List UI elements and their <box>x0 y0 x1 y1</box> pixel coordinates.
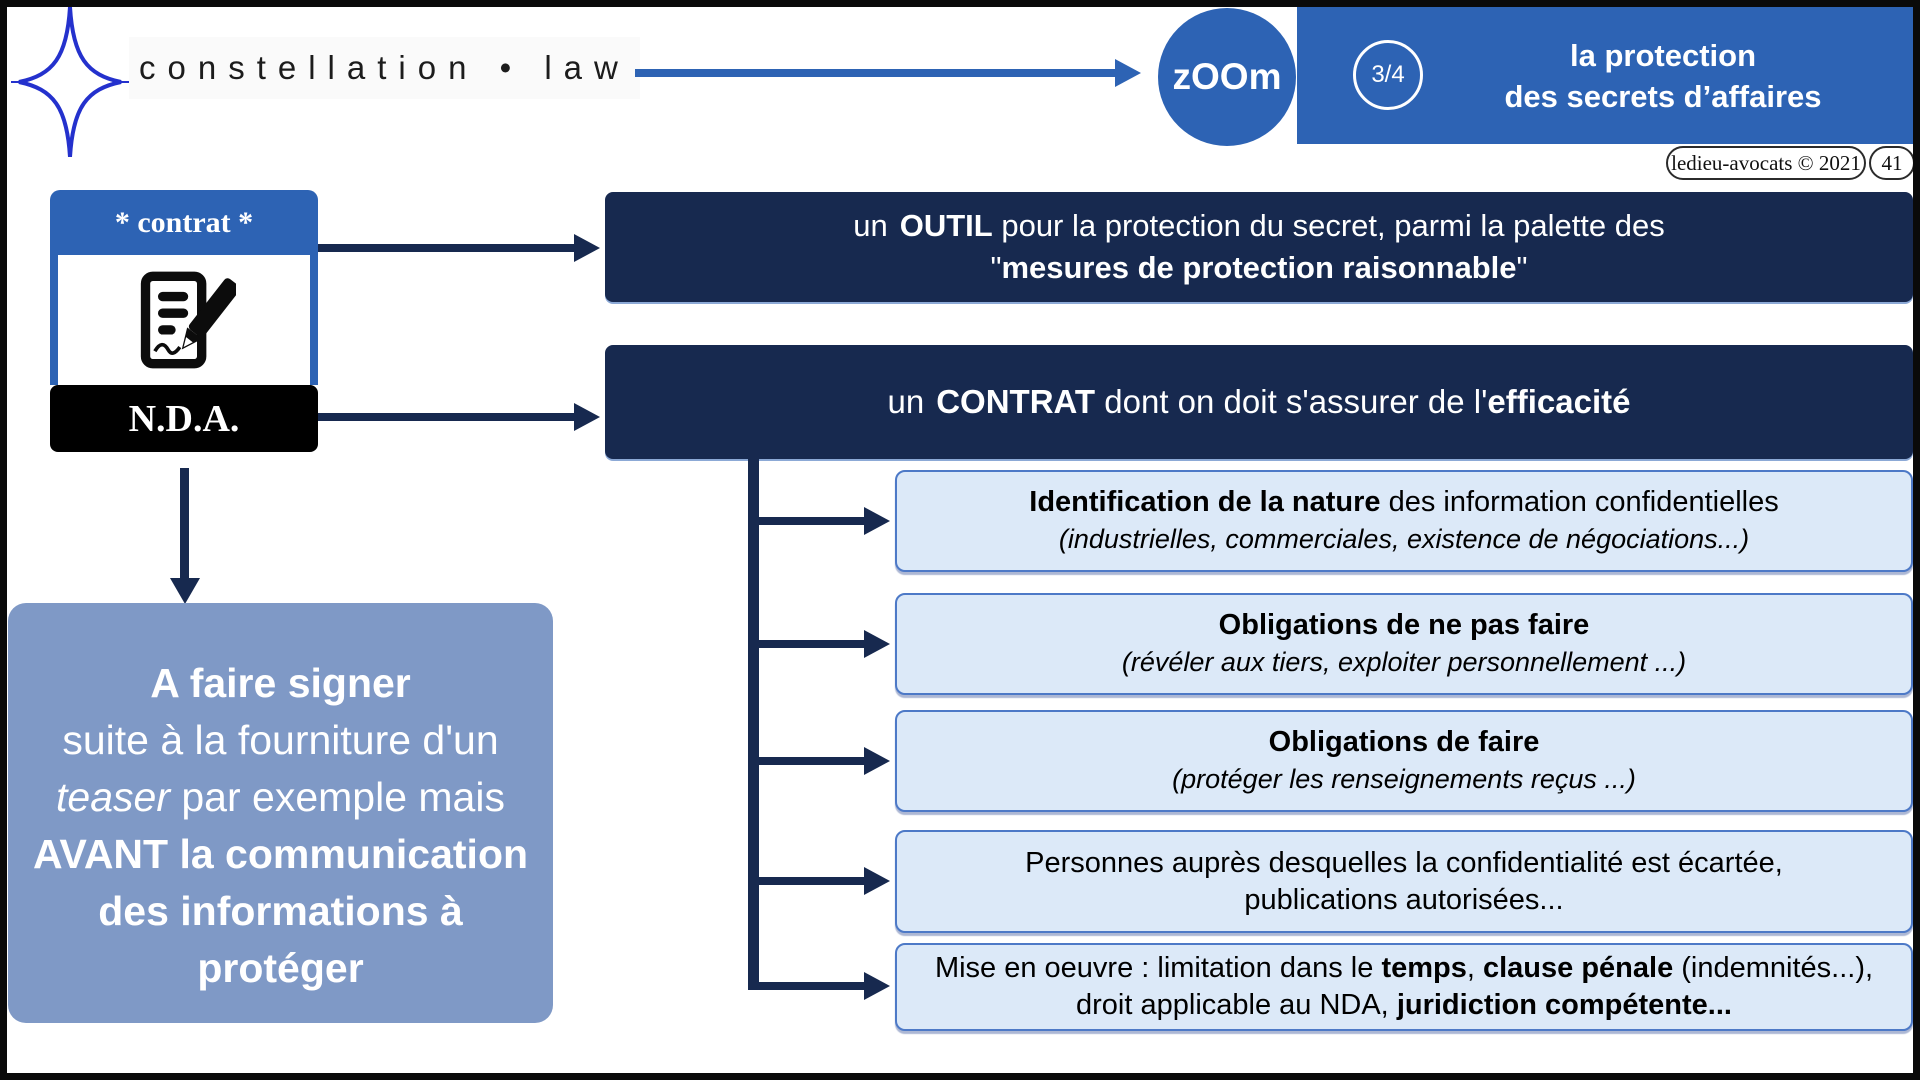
credit-badge: ledieu-avocats © 2021 <box>1666 146 1866 180</box>
text-segment: par exemple mais <box>169 774 505 820</box>
text-segment: un <box>887 383 925 420</box>
contract-card-body <box>50 255 318 385</box>
contract-card-header: * contrat * <box>50 190 318 255</box>
clause-line2: (industrielles, commerciales, existence … <box>1058 524 1750 554</box>
clause-line2: (protéger les renseignements reçus ...) <box>1172 764 1636 794</box>
clause-line1: Personnes auprès desquelles la confident… <box>1025 846 1783 879</box>
text-segment-bold: Obligations de faire <box>1268 726 1540 758</box>
clause-obligations-de-faire: Obligations de faire (protéger les rense… <box>895 710 1913 812</box>
page-number-text: 41 <box>1881 150 1903 175</box>
connector-vertical-line <box>748 459 759 990</box>
page-number-badge: 41 <box>1869 146 1913 180</box>
clause-line1: Mise en oeuvre : limitation dans le temp… <box>935 950 1873 987</box>
page-title: la protection des secrets d’affaires <box>1427 7 1899 144</box>
page-title-line2: des secrets d’affaires <box>1504 78 1822 114</box>
banner-outil: un OUTIL pour la protection du secret, pa… <box>605 192 1913 302</box>
text-segment-italic: teaser <box>56 774 170 820</box>
banner-contrat: un CONTRAT dont on doit s'assurer de l'ef… <box>605 345 1913 459</box>
arrow-to-clause-4 <box>759 877 864 885</box>
note-line5: des informations à <box>98 888 463 934</box>
clause-line2: publications autorisées... <box>1244 883 1564 916</box>
text-segment: , <box>1466 952 1483 984</box>
credit-text: ledieu-avocats © 2021 <box>1671 150 1861 175</box>
clause-personnes: Personnes auprès desquelles la confident… <box>895 830 1913 933</box>
text-segment: dont on doit s'assurer de l' <box>1095 383 1488 420</box>
text-segment: " <box>990 250 1002 285</box>
text-segment-bold: juridiction compétente... <box>1396 989 1732 1021</box>
arrow-nda-to-note <box>180 468 189 578</box>
banner-outil-line2: "mesures de protection raisonnable" <box>990 247 1527 289</box>
banner-outil-line1: un OUTIL pour la protection du secret, pa… <box>853 205 1665 247</box>
text-segment-bold: temps <box>1381 952 1467 984</box>
zoom-badge: zOOm <box>1158 8 1296 146</box>
text-segment: des information confidentielles <box>1380 486 1779 518</box>
page-indicator-badge: 3/4 <box>1353 40 1423 110</box>
arrow-nda-to-contrat <box>318 413 574 421</box>
text-segment: pour la protection du secret, parmi la p… <box>992 208 1665 243</box>
text-segment: droit applicable au NDA, <box>1076 989 1397 1021</box>
arrow-to-clause-5 <box>759 982 864 990</box>
note-line6: protéger <box>197 945 364 991</box>
constellation-star-icon <box>11 7 129 157</box>
contract-card-footer: N.D.A. <box>50 385 318 452</box>
logo-wordmark: constellation • law <box>129 37 640 99</box>
text-segment: un <box>853 208 888 243</box>
banner-contrat-line: un CONTRAT dont on doit s'assurer de l'ef… <box>888 383 1631 421</box>
text-segment-bold: Obligations de ne pas faire <box>1218 609 1590 641</box>
text-segment-bold: CONTRAT <box>936 383 1096 420</box>
text-segment-bold: OUTIL <box>899 208 993 243</box>
arrow-to-clause-1 <box>759 517 864 525</box>
text-segment-bold: clause pénale <box>1482 952 1674 984</box>
clause-line1: Identification de la nature des informat… <box>1029 484 1778 521</box>
clause-obligations-ne-pas-faire: Obligations de ne pas faire (révéler aux… <box>895 593 1913 695</box>
title-banner: 3/4 la protection des secrets d’affaires <box>1297 7 1913 144</box>
text-segment-bold: Identification de la nature <box>1029 486 1381 518</box>
note-line1: A faire signer <box>150 660 411 706</box>
clause-line2: droit applicable au NDA, juridiction com… <box>1076 987 1732 1024</box>
clause-line1: Obligations de ne pas faire <box>1219 607 1590 644</box>
clause-line2: (révéler aux tiers, exploiter personnell… <box>1121 647 1687 677</box>
page-indicator-label: 3/4 <box>1371 61 1405 88</box>
text-segment: Mise en oeuvre : limitation dans le <box>934 952 1382 984</box>
note-line4: AVANT la communication <box>32 831 529 877</box>
arrow-contract-to-outil <box>318 244 574 252</box>
text-segment: " <box>1516 250 1528 285</box>
arrow-to-clause-3 <box>759 757 864 765</box>
clause-identification: Identification de la nature des informat… <box>895 470 1913 572</box>
note-line3: teaser par exemple mais <box>8 769 553 826</box>
nda-contract-icon <box>140 271 236 369</box>
clause-mise-en-oeuvre: Mise en oeuvre : limitation dans le temp… <box>895 943 1913 1031</box>
clause-line1: Obligations de faire <box>1269 724 1540 761</box>
note-line2: suite à la fourniture d'un <box>62 717 499 763</box>
signing-note-box: A faire signer suite à la fourniture d'u… <box>8 603 553 1023</box>
page-title-line1: la protection <box>1569 37 1756 73</box>
zoom-badge-label: zOOm <box>1172 56 1282 97</box>
contract-card: * contrat * N.D.A. <box>50 190 318 452</box>
arrow-to-clause-2 <box>759 640 864 648</box>
text-segment: (indemnités...), <box>1673 952 1874 984</box>
header-arrow <box>635 69 1115 77</box>
text-segment-bold: mesures de protection raisonnable <box>1001 250 1517 285</box>
text-segment-bold: efficacité <box>1487 383 1631 420</box>
